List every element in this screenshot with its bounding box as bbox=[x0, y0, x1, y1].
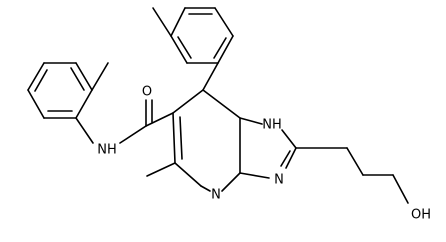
atom-label-hydroxyl: OH bbox=[411, 208, 431, 223]
bond bbox=[239, 117, 263, 125]
bond bbox=[75, 62, 93, 91]
bond bbox=[75, 89, 93, 119]
bond bbox=[172, 112, 176, 164]
bond bbox=[170, 7, 186, 37]
bond bbox=[91, 62, 109, 91]
bond bbox=[346, 147, 364, 176]
atom-label-ring-nh: NH bbox=[262, 118, 282, 133]
bond bbox=[239, 172, 270, 179]
atom-label-amide-nh: NH bbox=[97, 143, 117, 158]
bond bbox=[170, 35, 188, 64]
atom-label-oxygen-carbonyl: O bbox=[142, 85, 152, 100]
bond bbox=[27, 62, 45, 91]
bond bbox=[177, 36, 192, 59]
atom-label-pyrimidine-n: N bbox=[211, 188, 221, 203]
bond bbox=[202, 62, 219, 91]
bond bbox=[70, 67, 85, 91]
bond bbox=[172, 89, 204, 114]
bond bbox=[119, 125, 147, 144]
atom-label-layer: O NH NH N N OH bbox=[97, 85, 431, 223]
bond bbox=[217, 35, 234, 64]
bond bbox=[281, 129, 297, 149]
bond bbox=[174, 162, 202, 187]
bond bbox=[145, 112, 174, 127]
bond bbox=[146, 162, 176, 177]
bond bbox=[214, 7, 234, 37]
bond bbox=[280, 150, 291, 167]
bond bbox=[152, 7, 172, 37]
bond bbox=[392, 174, 409, 204]
bond bbox=[75, 117, 94, 144]
bond bbox=[213, 37, 227, 59]
bond bbox=[34, 69, 48, 92]
bond bbox=[200, 185, 211, 192]
bond bbox=[179, 116, 183, 160]
bond bbox=[285, 147, 297, 169]
bond bbox=[202, 89, 241, 119]
bond bbox=[221, 172, 241, 192]
bond bbox=[27, 89, 45, 119]
atom-label-triazole-n: N bbox=[274, 173, 284, 188]
bond-layer bbox=[27, 7, 409, 204]
